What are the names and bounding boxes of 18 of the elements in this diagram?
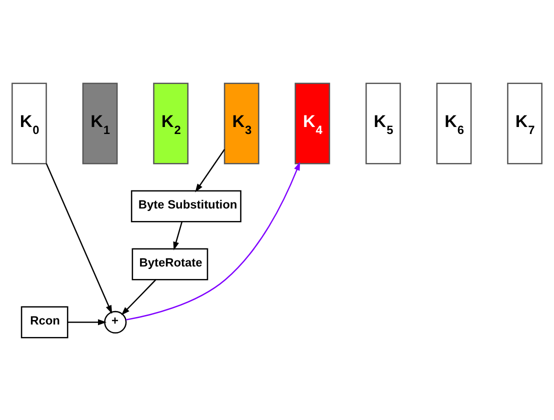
arrow	[121, 278, 156, 315]
node-box: K$_{0}$	[12, 82, 47, 164]
arrow	[173, 221, 183, 250]
arrow	[195, 148, 226, 192]
node-box: K$_{6}$	[436, 82, 472, 164]
node-box: K$_{5}$	[366, 82, 401, 164]
arrow	[126, 161, 300, 320]
node-box: Byte Substitution	[130, 190, 242, 222]
node-box: K$_{7}$	[507, 82, 542, 164]
node-box: K$_{3}$	[224, 82, 260, 164]
node-box: Rcon	[20, 306, 68, 338]
node-box: K$_{4}$	[294, 82, 330, 164]
node-box: ByteRotate	[132, 248, 208, 280]
node-box: K$_{1}$	[82, 82, 118, 164]
arrow	[68, 318, 107, 325]
node-box: K$_{2}$	[153, 82, 188, 164]
node-circle: +	[104, 310, 127, 334]
arrow	[46, 162, 112, 314]
